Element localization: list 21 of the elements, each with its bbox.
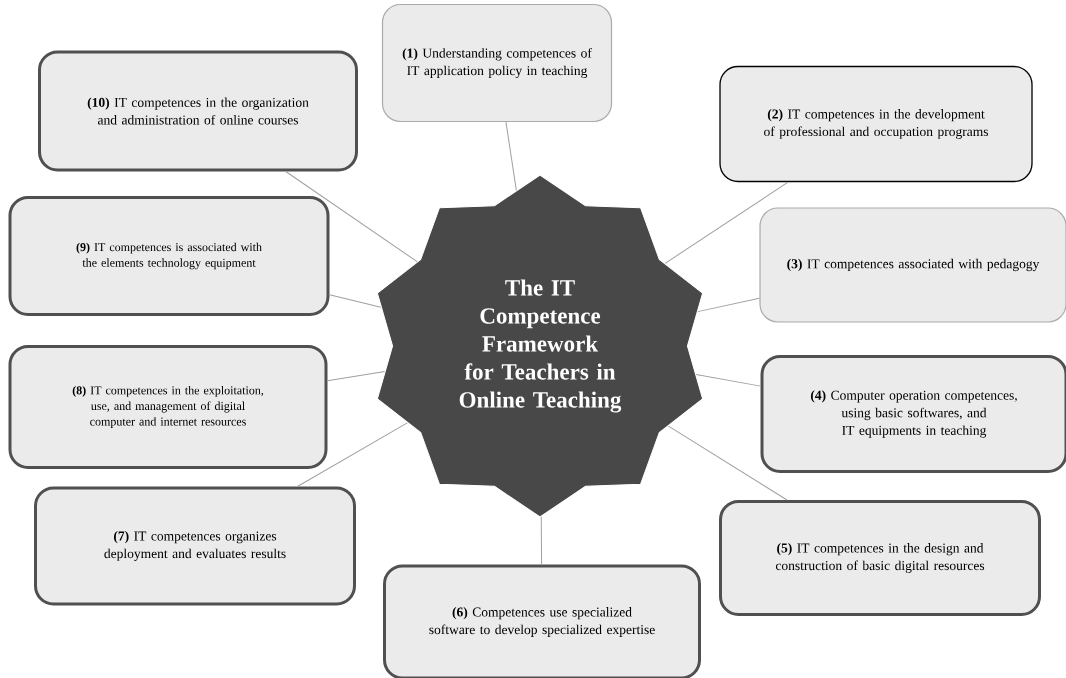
competence-box: (2) IT competences in the development of professional and occupation programs	[719, 65, 1033, 183]
competence-box: (4) Computer operation competences, using basic softwares, and IT equipments in teaching	[760, 355, 1066, 473]
competence-box: (7) IT competences organizes deployment and evaluates results	[34, 486, 356, 606]
connector-line	[296, 422, 408, 487]
connector-line	[668, 425, 788, 501]
connector-line	[505, 121, 517, 191]
connector-line	[285, 171, 418, 263]
connector-line	[697, 297, 760, 313]
connector-line	[695, 373, 761, 387]
connector-line	[540, 516, 543, 565]
center-star: The IT Competence Framework for Teachers in Online Teaching	[376, 174, 704, 518]
competence-box: (9) IT competences is associated with the elements technology equipment	[8, 196, 330, 316]
competence-box: (1) Understanding competences of IT application policy in teaching	[381, 3, 613, 123]
competence-box: (5) IT competences in the design and construction of basic digital resources	[719, 500, 1041, 616]
competence-box: (8) IT competences in the exploitation, use, and management of digital computer and internet resources	[8, 345, 328, 469]
connector-line	[327, 371, 386, 382]
competence-box: (3) IT competences associated with pedagogy	[759, 207, 1066, 323]
competence-box: (10) IT competences in the organization and administration of online courses	[38, 50, 358, 172]
competence-box: (6) Competences use specialized software to develop specialized expertise	[383, 564, 701, 678]
connector-line	[664, 181, 789, 264]
connector-line	[329, 294, 382, 308]
